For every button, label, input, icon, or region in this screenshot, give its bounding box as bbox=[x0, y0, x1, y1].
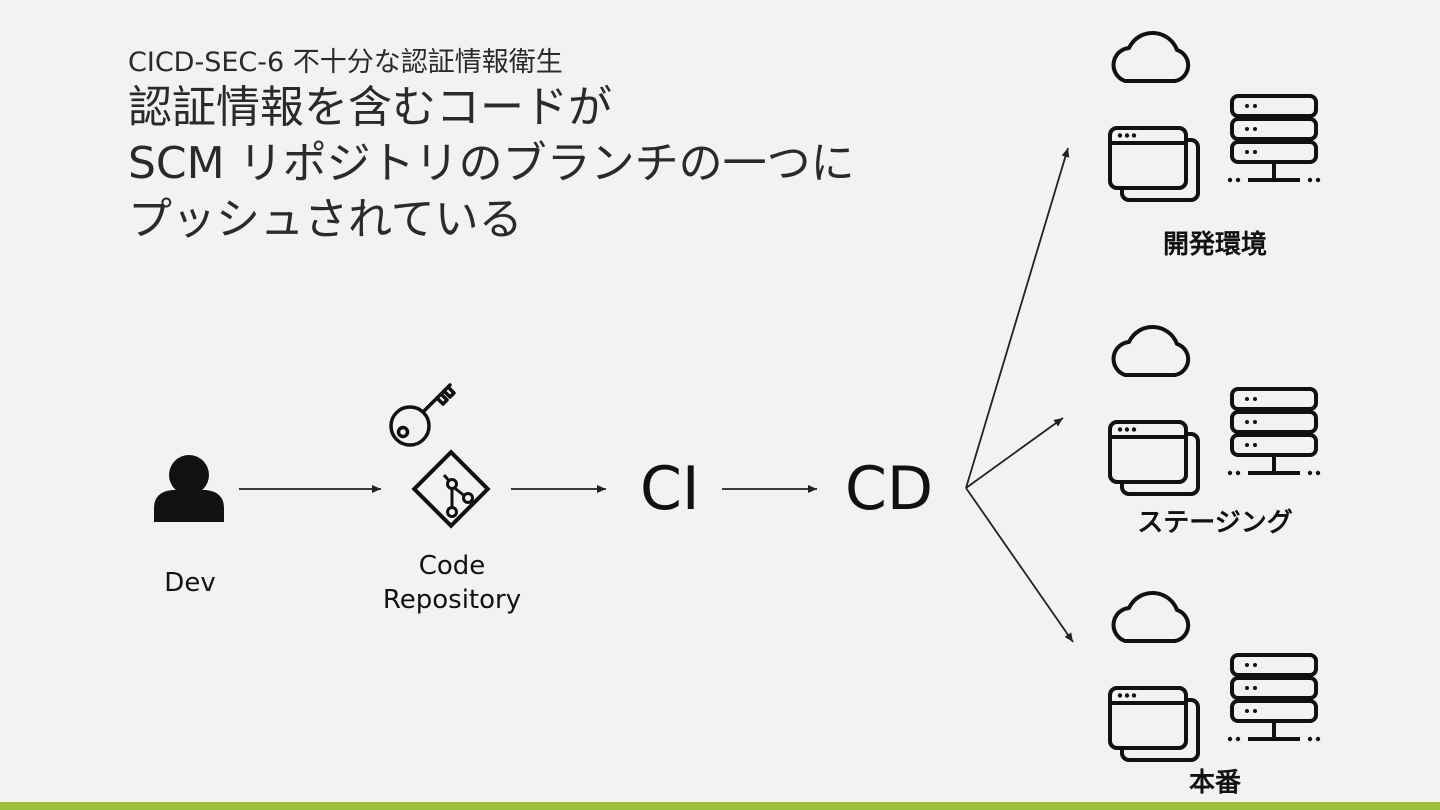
browser-window-icon bbox=[1108, 686, 1200, 762]
title-line-2: SCM リポジトリのブランチの一つに bbox=[128, 138, 855, 189]
repo-label-line-2: Repository bbox=[382, 585, 522, 615]
slide-title: 認証情報を含むコードが SCM リポジトリのブランチの一つに プッシュされている bbox=[128, 80, 855, 248]
code-repository-label: Code Repository bbox=[362, 549, 542, 617]
browser-window-icon bbox=[1108, 126, 1200, 202]
dev-label: Dev bbox=[164, 568, 216, 598]
env-production-icons bbox=[1108, 590, 1323, 762]
cd-label: CD bbox=[845, 454, 934, 524]
server-icon bbox=[1225, 387, 1323, 478]
browser-window-icon bbox=[1108, 420, 1200, 496]
env-production-label: 本番 bbox=[1188, 768, 1241, 798]
ci-label: CI bbox=[640, 454, 700, 524]
user-icon bbox=[154, 455, 224, 522]
title-line-1: 認証情報を含むコードが bbox=[128, 82, 612, 133]
git-icon bbox=[411, 449, 491, 529]
env-staging-label: ステージング bbox=[1137, 508, 1293, 538]
cloud-icon bbox=[1111, 590, 1191, 643]
env-staging-icons bbox=[1108, 324, 1323, 496]
env-dev-label: 開発環境 bbox=[1162, 230, 1267, 260]
arrow-cd-to-staging bbox=[965, 417, 1064, 489]
repo-label-line-1: Code bbox=[418, 551, 486, 581]
env-dev-icons bbox=[1108, 30, 1323, 202]
arrow-cd-to-production bbox=[965, 487, 1074, 643]
server-icon bbox=[1225, 653, 1323, 744]
accent-bar bbox=[0, 802, 1440, 810]
title-line-3: プッシュされている bbox=[128, 194, 523, 245]
arrow-cd-to-dev-env bbox=[965, 147, 1070, 489]
server-icon bbox=[1225, 94, 1323, 185]
cloud-icon bbox=[1111, 324, 1191, 377]
slide-subtitle: CICD-SEC-6 不十分な認証情報衛生 bbox=[128, 47, 563, 78]
cloud-icon bbox=[1111, 30, 1191, 83]
key-icon bbox=[389, 383, 456, 447]
